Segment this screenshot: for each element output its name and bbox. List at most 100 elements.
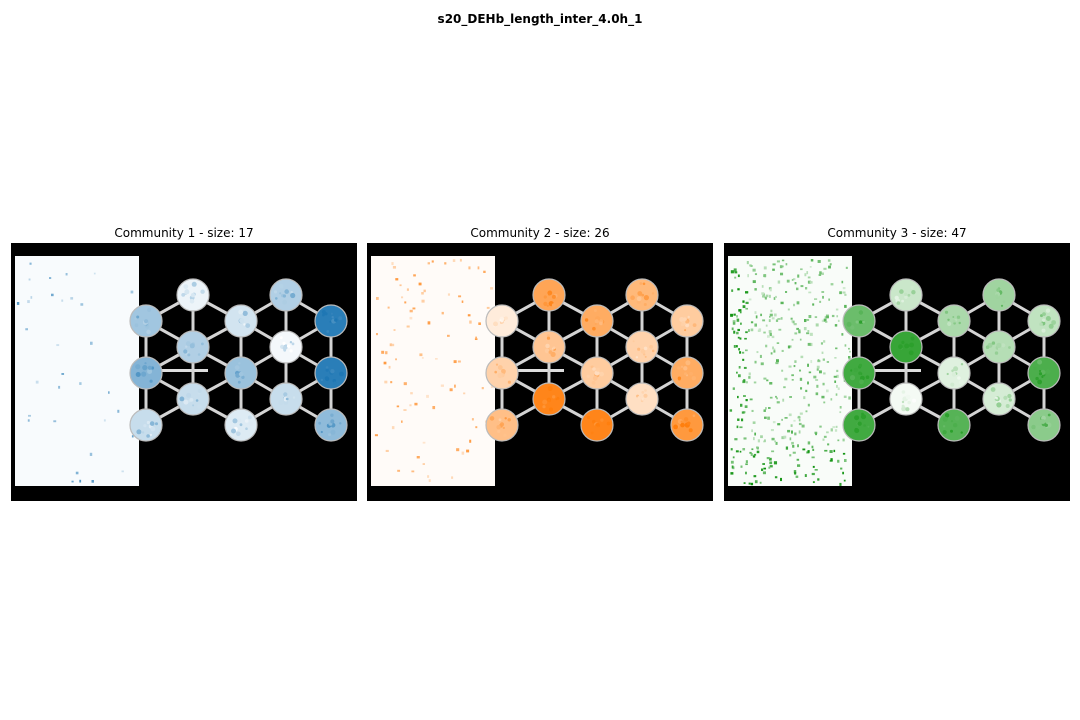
well-speck <box>231 428 236 434</box>
chamber-speck <box>769 313 773 317</box>
chamber-speck <box>25 328 28 331</box>
well-speck <box>1040 419 1046 424</box>
well-speck <box>677 376 682 380</box>
well-speck <box>688 428 693 433</box>
chamber-speck <box>809 332 813 336</box>
chamber-speck <box>427 262 430 265</box>
well-speck <box>278 399 284 405</box>
chamber-speck <box>93 272 96 275</box>
chamber-speck <box>775 441 778 445</box>
chamber-speck <box>835 425 838 428</box>
chamber-speck <box>779 265 783 269</box>
well-speck <box>959 379 964 385</box>
well-speck <box>236 431 241 437</box>
chamber-speck <box>745 301 749 305</box>
well-speck <box>146 329 151 335</box>
well-speck <box>244 419 249 423</box>
well-speck <box>990 387 996 392</box>
chamber-speck <box>842 471 845 475</box>
chamber-speck <box>782 398 785 402</box>
chamber-speck <box>108 391 110 394</box>
chamber-speck <box>421 299 425 303</box>
chamber-speck <box>791 379 794 381</box>
well-speck <box>637 396 641 400</box>
chamber-speck <box>743 366 747 369</box>
chamber-speck <box>776 342 780 344</box>
well-speck <box>679 317 685 322</box>
chamber-speck <box>736 315 738 318</box>
well-speck <box>197 389 202 393</box>
well-speck <box>995 294 999 298</box>
well-speck <box>504 417 507 420</box>
well-speck <box>953 322 956 325</box>
chamber-speck <box>830 398 833 401</box>
chamber-speck <box>742 358 745 361</box>
chamber-speck <box>776 260 780 263</box>
chamber-speck <box>749 264 752 267</box>
chamber-speck <box>825 321 828 323</box>
chamber-speck <box>748 329 750 332</box>
well-speck <box>324 312 328 316</box>
community-panel-1: Community 1 - size: 17 <box>11 226 357 501</box>
chamber-speck <box>771 335 775 339</box>
chamber-speck <box>785 291 788 293</box>
chamber-speck <box>385 449 389 452</box>
well-speck <box>499 319 502 322</box>
chamber-speck <box>736 331 739 335</box>
chamber-speck <box>457 360 461 363</box>
chamber-speck <box>91 480 94 483</box>
chamber-speck <box>754 311 757 314</box>
chamber-speck <box>458 295 462 298</box>
well-speck <box>187 353 191 357</box>
chamber-speck <box>794 432 797 436</box>
chamber-speck <box>737 328 740 332</box>
chamber-speck <box>791 338 794 341</box>
chamber-speck <box>840 467 843 470</box>
chamber-speck <box>742 448 746 451</box>
chamber-speck <box>775 361 779 365</box>
chamber-speck <box>771 450 775 453</box>
chamber-speck <box>841 333 844 336</box>
well-speck <box>952 319 956 323</box>
chamber-speck <box>737 274 740 278</box>
chamber-speck <box>827 259 831 262</box>
chamber-speck <box>817 478 820 481</box>
chamber-speck <box>731 465 734 469</box>
chamber-speck <box>807 330 810 333</box>
chamber-speck <box>733 268 737 272</box>
chamber-speck <box>799 412 803 415</box>
chamber-speck <box>823 372 826 375</box>
chamber-speck <box>772 421 776 424</box>
chamber-speck <box>777 280 781 284</box>
well-speck <box>901 299 904 303</box>
chamber-speck <box>830 283 834 286</box>
heatmap-1 <box>11 243 357 501</box>
well-speck <box>911 290 916 295</box>
chamber-speck <box>456 448 460 452</box>
chamber-speck <box>79 382 82 385</box>
chamber-speck <box>849 350 851 353</box>
chamber-speck <box>836 384 838 388</box>
chamber-speck <box>834 357 837 359</box>
chamber-speck <box>754 360 757 364</box>
chamber-speck <box>389 343 393 347</box>
chamber-speck <box>732 320 736 323</box>
chamber-speck <box>815 392 819 396</box>
chamber-speck <box>806 271 809 275</box>
well-speck <box>183 349 188 354</box>
chamber-speck <box>401 420 403 423</box>
well-speck <box>680 323 685 327</box>
well-speck <box>685 320 689 324</box>
chamber-speck <box>781 436 785 440</box>
chamber-speck <box>29 262 32 265</box>
well-speck <box>595 422 600 427</box>
well-speck <box>192 404 195 407</box>
well-speck <box>846 321 852 327</box>
well-speck <box>858 371 862 375</box>
chamber-speck <box>814 316 818 319</box>
well-speck <box>849 375 856 381</box>
chamber-speck <box>810 259 814 262</box>
community-panel-3: Community 3 - size: 47 <box>724 226 1070 501</box>
chamber-speck <box>760 313 763 317</box>
chamber-speck <box>794 360 797 363</box>
